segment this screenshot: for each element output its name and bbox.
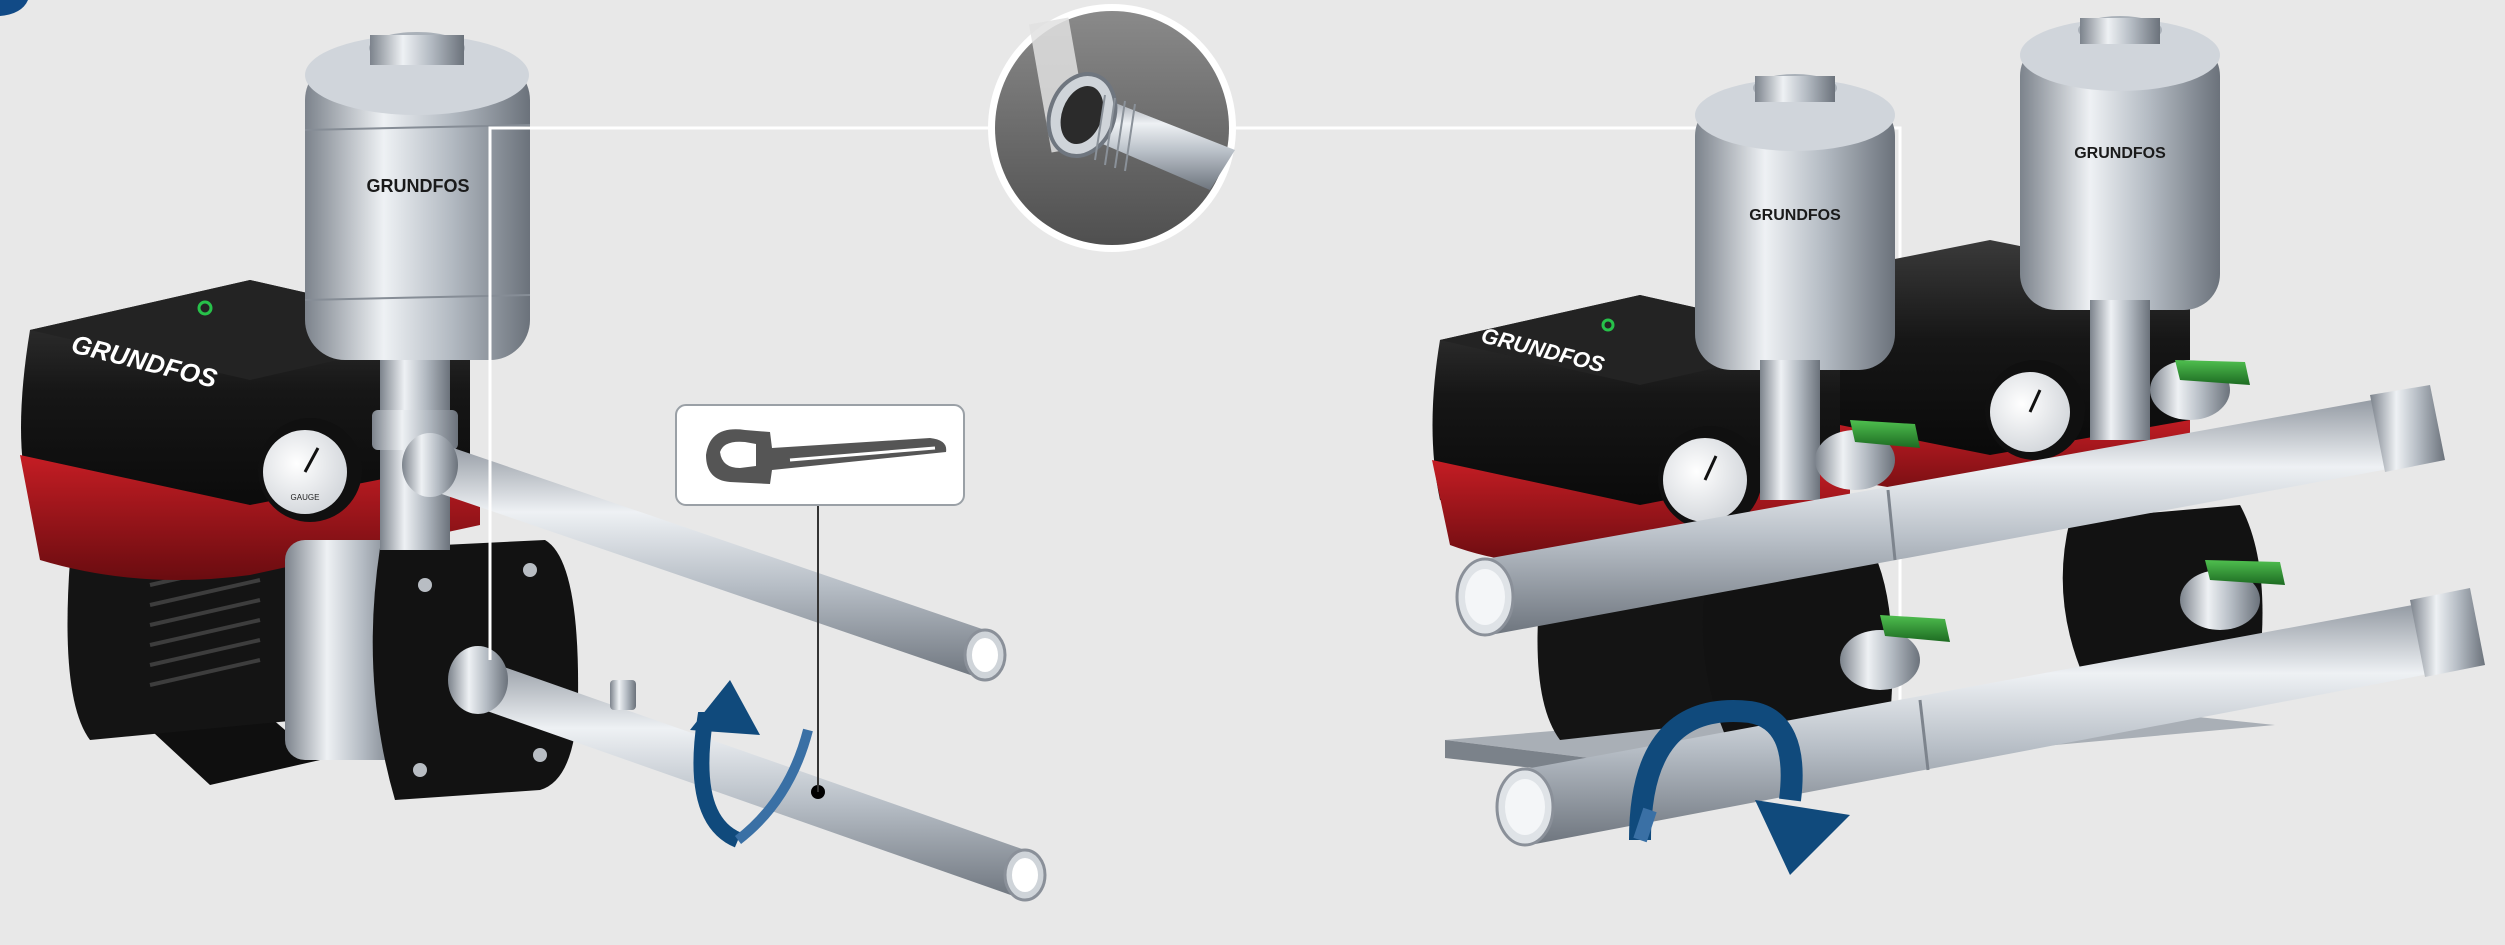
manifold-pipe-lower xyxy=(1495,588,2485,847)
valve-handle-front-top xyxy=(1815,420,1920,490)
tighten-arrow-icon xyxy=(1629,700,1850,875)
rear-pump-cover xyxy=(2062,505,2263,680)
tighten-arrow-icon xyxy=(690,680,813,848)
front-pump-cover xyxy=(1702,545,1893,735)
threaded-pipe-end-detail xyxy=(988,4,1236,252)
pipe-upper-left xyxy=(402,433,1007,682)
corner-fragment xyxy=(0,0,28,16)
cover-bolts xyxy=(413,563,547,777)
pressure-tank-left: GRUNDFOS xyxy=(304,32,531,360)
svg-text:GRUNDFOS: GRUNDFOS xyxy=(2074,145,2166,162)
gauge-label-left: GAUGE xyxy=(291,493,320,502)
twin-pump-unit: GRUNDFOS GRUNDFOS GRUNDFOS xyxy=(1432,16,2485,875)
valve-handle-rear-bottom xyxy=(2180,560,2285,630)
single-pump-unit: GRUNDFOS GAUGE xyxy=(20,32,1047,902)
status-led xyxy=(197,300,213,316)
pressure-tank-rear: GRUNDFOS xyxy=(2020,16,2220,310)
pipe-wrench-icon xyxy=(675,404,965,506)
svg-text:GRUNDFOS: GRUNDFOS xyxy=(367,176,470,196)
valve-handle-front-bottom xyxy=(1840,615,1950,690)
valve-handle-rear-top xyxy=(2150,360,2250,420)
manifold-pipe-upper xyxy=(1455,385,2445,637)
svg-text:GRUNDFOS: GRUNDFOS xyxy=(1749,207,1841,224)
pressure-tank-front: GRUNDFOS xyxy=(1695,74,1895,370)
motor-fins xyxy=(149,558,261,687)
pipe-lower-left xyxy=(448,646,1047,902)
